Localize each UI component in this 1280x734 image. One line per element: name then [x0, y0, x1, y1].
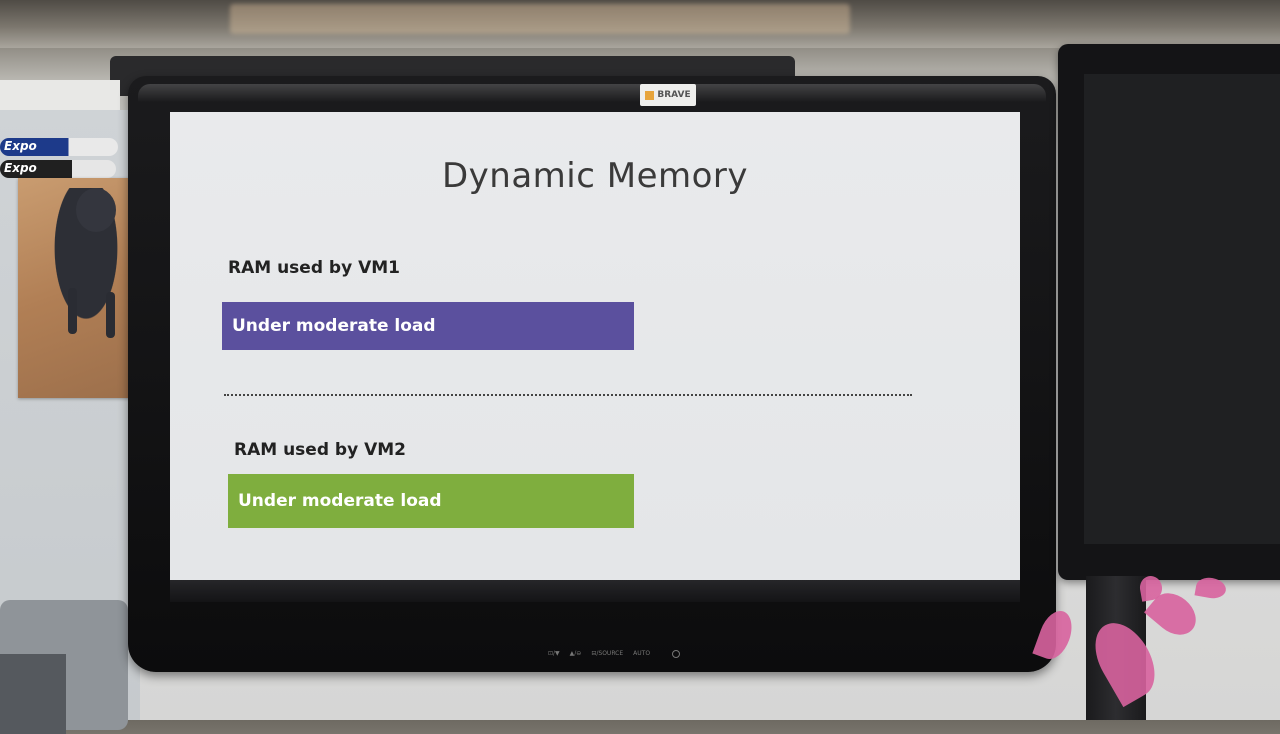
tablet-device: [0, 600, 128, 734]
vm1-bar-text: Under moderate load: [232, 316, 436, 336]
slide-title: Dynamic Memory: [441, 156, 749, 196]
brand-logo-icon: [645, 90, 655, 100]
dog-photo: [18, 178, 140, 398]
dry-erase-marker-black: Expo: [0, 160, 116, 178]
shelf-board: [230, 4, 850, 34]
control-label[interactable]: ▲/⊖: [569, 650, 582, 657]
dog-figure: [46, 188, 126, 338]
brand-label: BRAVE: [657, 90, 691, 100]
dog-leg: [106, 292, 115, 338]
control-label[interactable]: ⊡/▼: [548, 650, 560, 657]
monitor-controls: ⊡/▼ ▲/⊖ ⊟/SOURCE AUTO: [548, 650, 650, 657]
power-icon[interactable]: [672, 650, 680, 658]
vm1-label: RAM used by VM1: [228, 258, 400, 278]
side-monitor-screen: [1084, 74, 1280, 544]
main-monitor: BRAVE Dynamic Memory RAM used by VM1 Und…: [128, 76, 1056, 672]
vm2-bar-text: Under moderate load: [238, 491, 442, 511]
dog-leg: [68, 288, 77, 334]
control-label[interactable]: AUTO: [633, 650, 651, 657]
dotted-divider: [224, 394, 912, 396]
marker-logo: Expo: [4, 139, 37, 153]
dog-head: [76, 188, 116, 232]
dry-erase-marker-blue: Expo: [0, 138, 118, 156]
screen-bottom-edge: [170, 580, 1020, 602]
whiteboard-ledge: [0, 80, 120, 112]
side-monitor: [1058, 44, 1280, 580]
marker-logo: Expo: [4, 161, 37, 175]
brand-sticker: BRAVE: [640, 84, 696, 106]
vm2-label: RAM used by VM2: [234, 440, 406, 460]
vm1-ram-bar: Under moderate load: [222, 302, 634, 350]
control-label[interactable]: ⊟/SOURCE: [591, 650, 624, 657]
tablet-screen: [0, 654, 66, 734]
monitor-screen: Dynamic Memory RAM used by VM1 Under mod…: [170, 112, 1020, 580]
bezel-gloss: [138, 84, 1046, 102]
background-shelf: [0, 0, 1280, 48]
vm2-ram-bar: Under moderate load: [228, 474, 634, 528]
